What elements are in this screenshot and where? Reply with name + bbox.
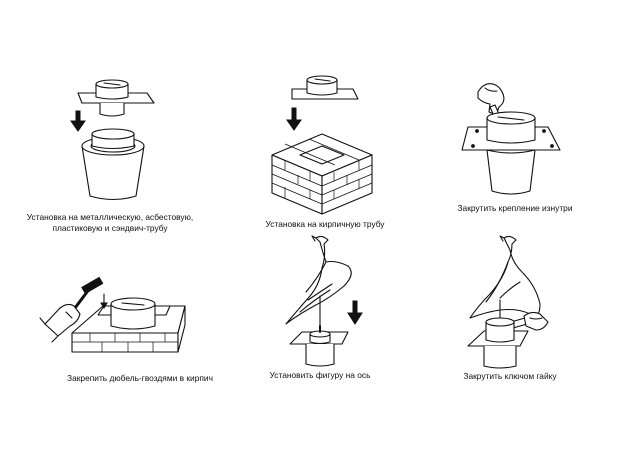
step-5-caption: Установить фигуру на ось <box>250 370 390 381</box>
step-6-caption: Закрутить ключом гайку <box>440 371 580 382</box>
step-4-caption: Закрепить дюбель-гвоздями в кирпич <box>60 373 220 384</box>
down-arrow-icon <box>100 293 108 309</box>
caption-line: Установить фигуру на ось <box>269 370 371 380</box>
weathervane-figure-icon <box>469 235 541 323</box>
caption-line: Закрутить ключом гайку <box>463 371 557 381</box>
bearing-housing <box>486 117 536 144</box>
down-arrow-icon <box>70 110 86 132</box>
weathervane-figure-icon <box>285 235 352 327</box>
hand-icon <box>477 83 505 116</box>
caption-line: Установка на кирпичную трубу <box>265 219 385 229</box>
pipe-icon <box>81 128 145 201</box>
bearing-housing <box>485 321 515 343</box>
caption-line: пластиковую и сэндвич-трубу <box>52 223 168 233</box>
down-arrow-icon <box>347 300 363 325</box>
caption-line: Установка на металлическую, асбестовую, <box>26 212 194 222</box>
step-3-caption: Закрутить крепление изнутри <box>440 203 590 214</box>
brick-chimney-icon <box>271 133 373 215</box>
step-2-caption: Установка на кирпичную трубу <box>240 219 410 230</box>
caption-line: Закрепить дюбель-гвоздями в кирпич <box>67 373 213 383</box>
hand-icon <box>523 311 549 331</box>
step-1-caption: Установка на металлическую, асбестовую, … <box>20 212 200 234</box>
pipe-icon <box>486 149 536 195</box>
down-arrow-icon <box>286 107 302 131</box>
caption-line: Закрутить крепление изнутри <box>457 203 573 213</box>
bearing-housing <box>110 303 156 330</box>
hand-icon <box>39 303 81 343</box>
